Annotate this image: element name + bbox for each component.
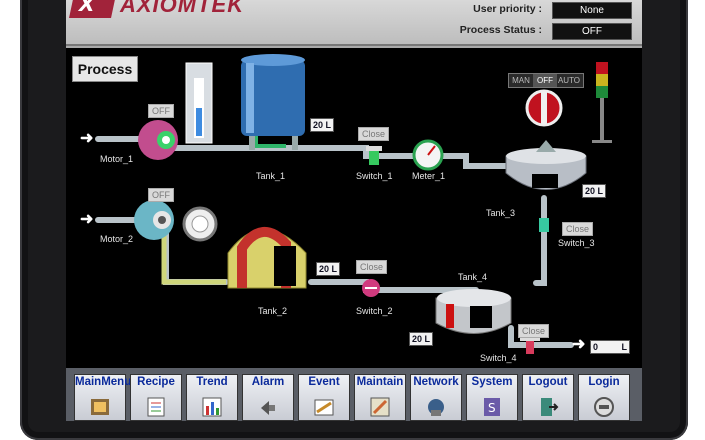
logo-mark-icon: X <box>69 0 117 18</box>
nav-label: Alarm <box>251 376 285 388</box>
switch-2-icon[interactable] <box>362 279 380 297</box>
alarm-icon <box>261 401 275 415</box>
tank-2-icon[interactable] <box>227 227 307 289</box>
motor-1-state[interactable]: OFF <box>148 104 174 118</box>
nav-button-mainmenu[interactable]: MainMenu <box>74 374 132 421</box>
tank-4-label: Tank_4 <box>458 272 488 282</box>
nav-button-trend[interactable]: Trend <box>186 374 238 421</box>
tank-2-label: Tank_2 <box>258 306 288 316</box>
inlet-arrow-2-icon: ➜ <box>80 211 94 228</box>
nav-button-system[interactable]: System S <box>466 374 518 421</box>
main-menu-icon <box>91 399 109 415</box>
process-status-label: Process Status : <box>459 24 542 36</box>
switch-4-icon[interactable] <box>520 337 540 354</box>
trend-icon <box>202 397 222 417</box>
tank-1-label: Tank_1 <box>256 171 286 181</box>
nav-label: Recipe <box>137 376 175 388</box>
recipe-icon <box>147 397 165 417</box>
nav-button-maintain[interactable]: Maintain <box>354 374 406 421</box>
nav-button-login[interactable]: Login <box>578 374 630 421</box>
motor-2-state[interactable]: OFF <box>148 188 174 202</box>
nav-button-recipe[interactable]: Recipe <box>130 374 182 421</box>
photo-frame: X AXIOMTEK User priority : None Process … <box>20 0 688 440</box>
meter-1-icon <box>412 139 444 171</box>
switch-4-state[interactable]: Close <box>518 324 550 338</box>
output-readout: 0 L <box>590 340 630 354</box>
hmi-screen: X AXIOMTEK User priority : None Process … <box>66 0 642 421</box>
yellow-pipe <box>161 222 226 285</box>
motor-2-label: Motor_2 <box>100 234 134 244</box>
motor-1-label: Motor_1 <box>100 154 134 164</box>
switch-4-label: Switch_4 <box>480 353 517 363</box>
nav-label: MainMenu <box>75 376 132 388</box>
switch-2-label: Switch_2 <box>356 306 393 316</box>
user-priority-label: User priority : <box>473 3 542 15</box>
event-icon <box>314 399 334 416</box>
nav-button-alarm[interactable]: Alarm <box>242 374 294 421</box>
nav-label: Login <box>588 376 620 388</box>
nav-button-network[interactable]: Network <box>410 374 462 421</box>
mode-man[interactable]: MAN <box>512 76 530 85</box>
user-priority-value: None <box>552 2 632 19</box>
motor-1-icon[interactable] <box>138 120 178 160</box>
dial-icon <box>182 206 218 242</box>
outlet-arrow-icon: ➜ <box>572 336 586 353</box>
mode-auto[interactable]: AUTO <box>557 76 581 85</box>
nav-button-event[interactable]: Event <box>298 374 350 421</box>
system-icon: S <box>484 398 500 416</box>
process-title: Process <box>72 56 138 82</box>
nav-label: Event <box>308 376 340 388</box>
nav-label: Logout <box>528 376 568 388</box>
switch-1-icon[interactable] <box>366 146 382 165</box>
svg-text:S: S <box>488 401 496 415</box>
brand-logo: X AXIOMTEK <box>69 0 245 18</box>
inlet-arrow-1-icon: ➜ <box>80 130 94 147</box>
logout-icon <box>541 398 559 416</box>
nav-label: System <box>471 376 513 388</box>
tank-3-label: Tank_3 <box>486 208 516 218</box>
nav-label: Network <box>413 376 459 388</box>
login-icon <box>594 397 614 417</box>
mode-off[interactable]: OFF <box>533 74 557 87</box>
tank-2-level: 20 L <box>316 262 341 276</box>
tank-1-icon[interactable] <box>241 54 305 150</box>
nav-label: Trend <box>196 376 228 388</box>
meter-1-label: Meter_1 <box>412 171 446 181</box>
level-gauge-icon <box>185 62 213 144</box>
brand-name: AXIOMTEK <box>120 0 245 17</box>
nav-button-logout[interactable]: Logout <box>522 374 574 421</box>
nav-bar: MainMenu Recipe Trend Alarm Event Mainta… <box>66 368 642 421</box>
header-bar: X AXIOMTEK User priority : None Process … <box>66 0 642 46</box>
selector-knob-icon[interactable] <box>525 89 563 127</box>
process-diagram <box>95 54 612 354</box>
tank-4-level: 20 L <box>409 332 434 346</box>
switch-3-label: Switch_3 <box>558 238 595 248</box>
switch-1-state[interactable]: Close <box>358 127 390 141</box>
maintain-icon <box>370 397 390 417</box>
tank-4-icon[interactable] <box>435 289 512 334</box>
switch-3-icon[interactable] <box>539 218 549 232</box>
tank-3-icon[interactable] <box>505 140 587 190</box>
pipe-line-4 <box>508 325 574 348</box>
tank-3-level: 20 L <box>582 184 607 198</box>
process-status-value: OFF <box>552 23 632 40</box>
motor-2-icon[interactable] <box>134 200 174 240</box>
tank-1-level: 20 L <box>310 118 335 132</box>
output-unit: L <box>621 342 628 352</box>
switch-1-label: Switch_1 <box>356 171 393 181</box>
nav-label: Maintain <box>356 376 404 388</box>
switch-3-state[interactable]: Close <box>562 222 594 236</box>
stack-light-icon <box>592 62 612 143</box>
output-value: 0 <box>593 342 599 352</box>
switch-2-state[interactable]: Close <box>356 260 388 274</box>
pipe-line-3 <box>533 195 547 286</box>
network-icon <box>428 399 444 416</box>
